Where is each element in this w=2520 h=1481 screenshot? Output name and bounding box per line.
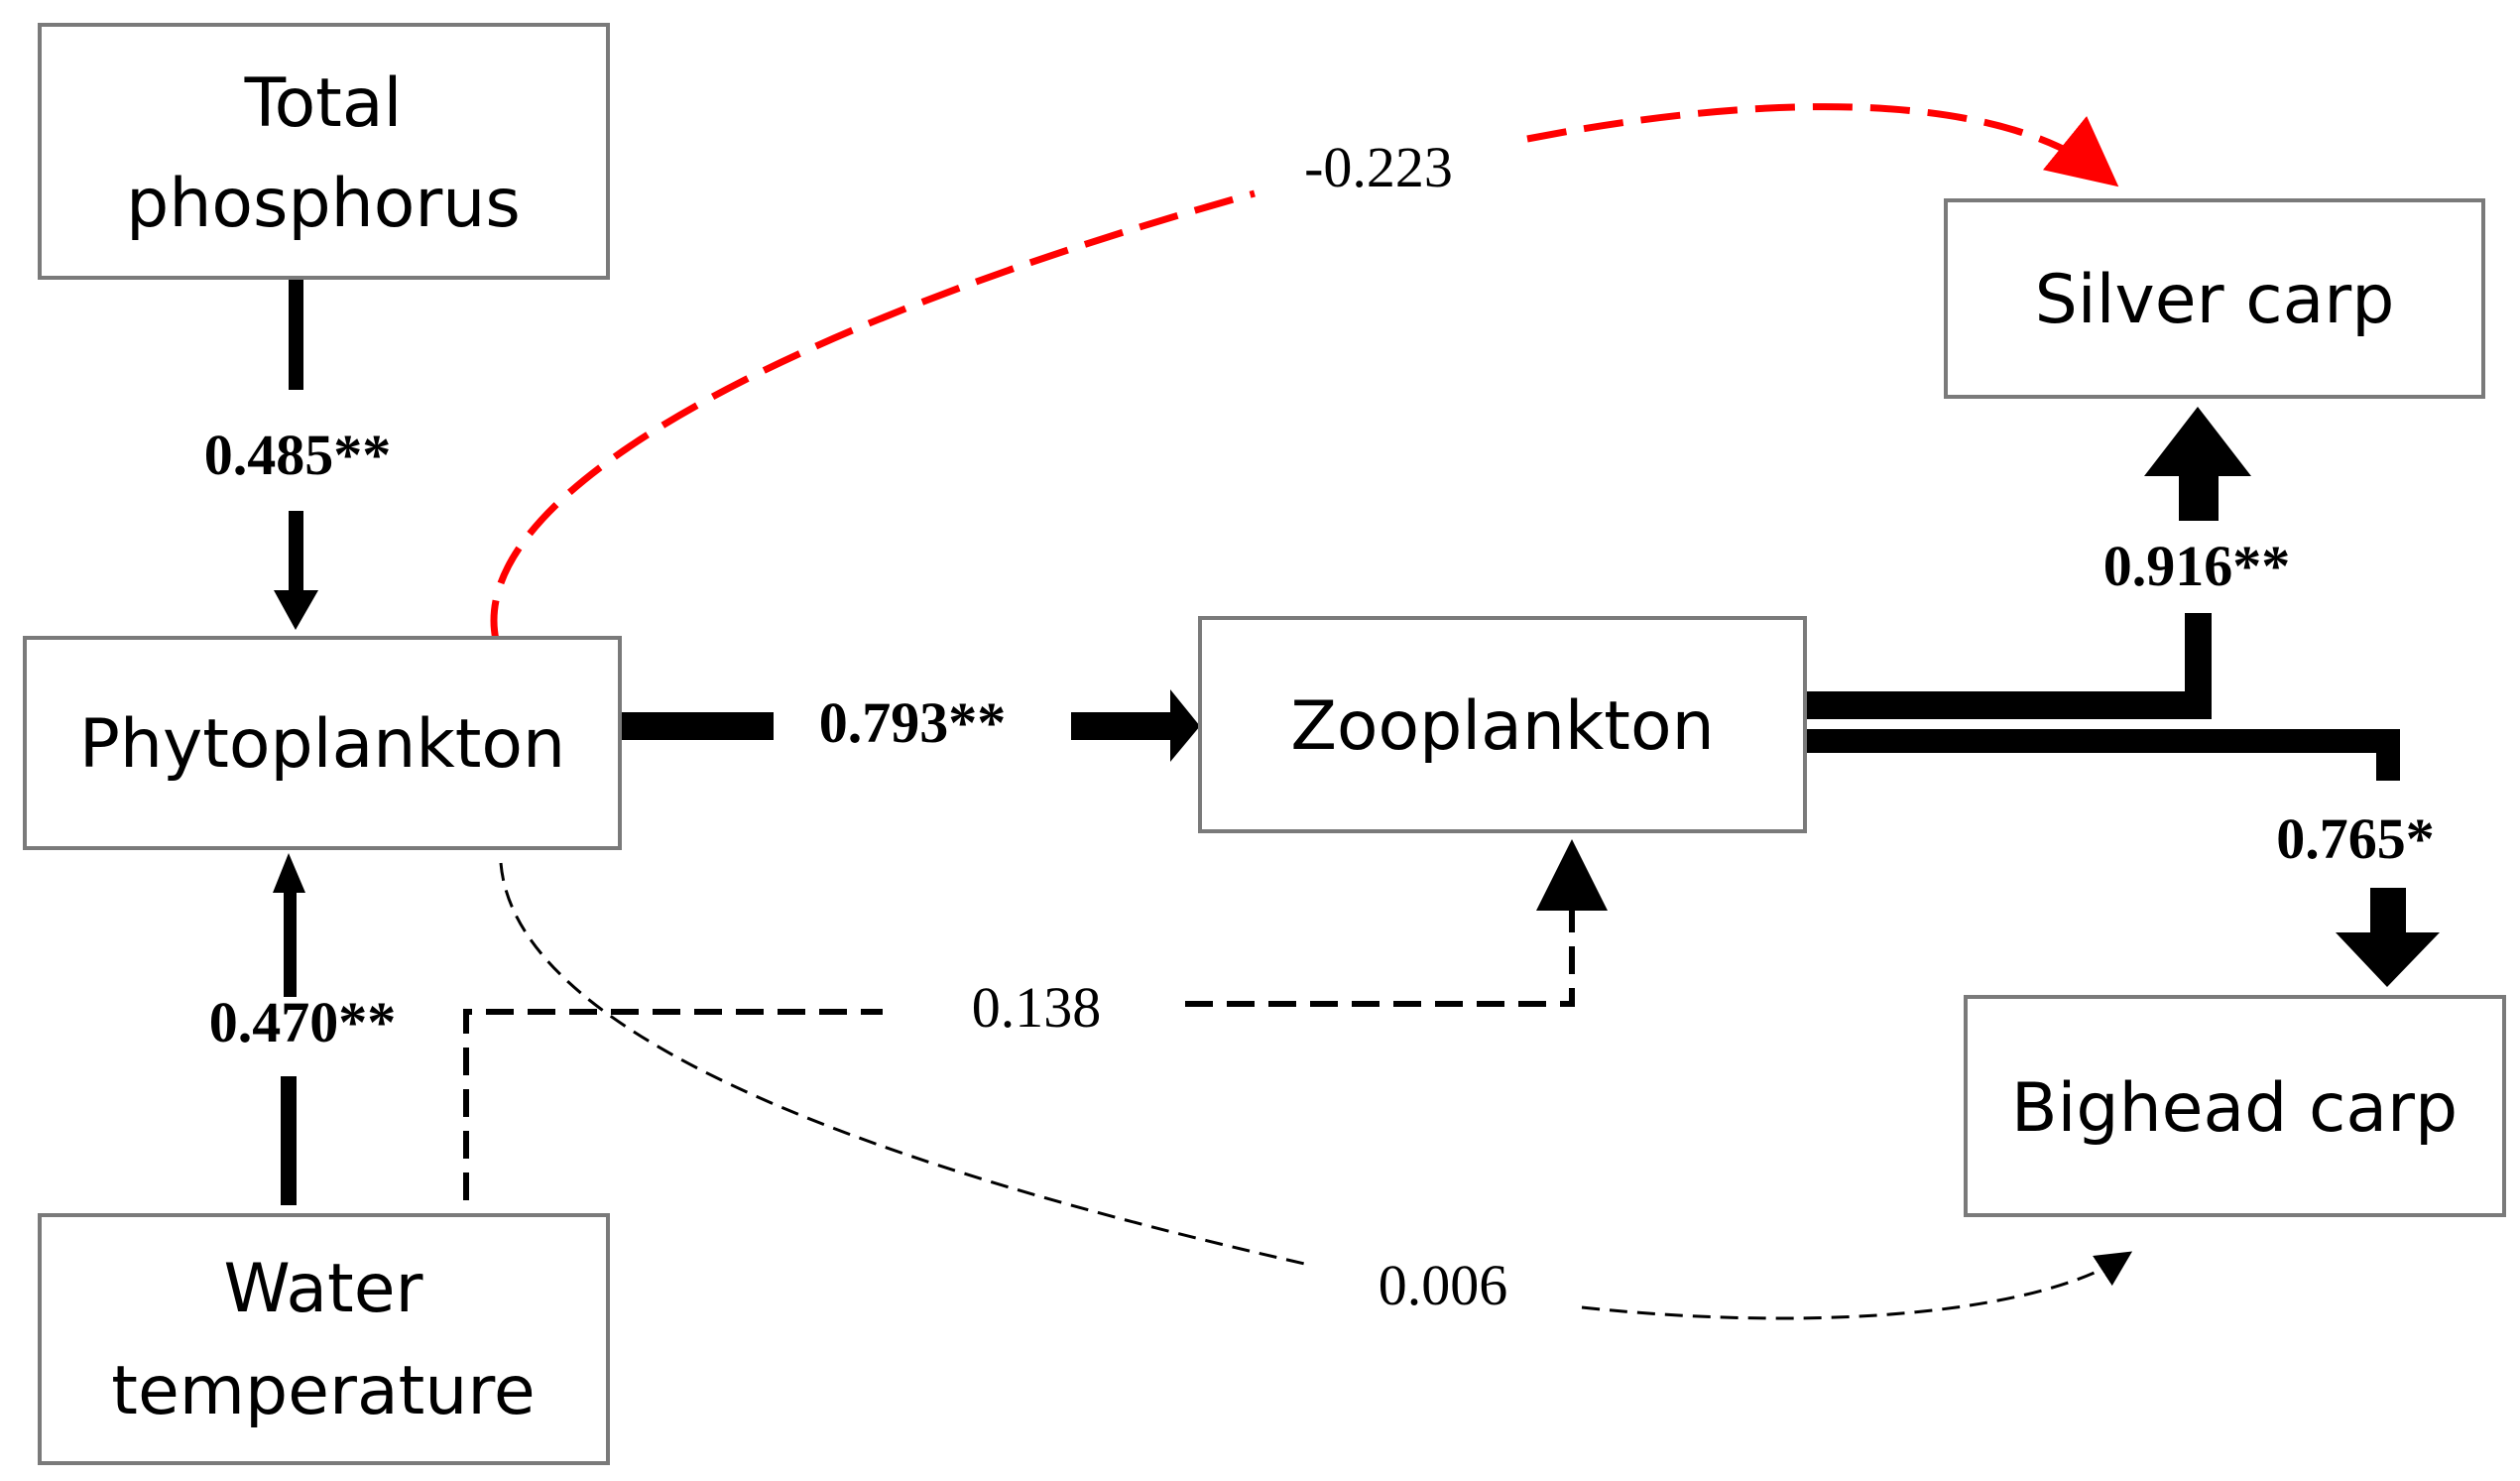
path-wt-to-phytoplankton: 0.470** [209,853,397,1205]
coef-wt-zoo: 0.138 [972,975,1102,1040]
path-phyto-to-bighead-carp: 0.006 [499,862,2133,1320]
node-water-temperature-line1: Water [223,1250,422,1328]
coef-wt-phyto: 0.470** [209,990,397,1054]
path-zoo-to-silver-carp: 0.916** [1805,407,2290,719]
node-total-phosphorus: Total phosphorus [38,23,610,280]
coef-zoo-bighead: 0.765* [2276,806,2435,871]
node-water-temperature-line2: temperature [111,1352,535,1430]
node-bighead-carp-label: Bighead carp [2011,1069,2458,1148]
arrowhead-up-thick [2144,407,2251,476]
coef-tp-phyto: 0.485** [204,423,392,487]
coef-zoo-silver: 0.916** [2103,534,2291,598]
node-silver-carp-label: Silver carp [2035,261,2395,339]
node-zooplankton: Zooplankton [1198,616,1807,833]
path-zoo-to-bighead-carp: 0.765* [1805,729,2440,987]
node-phytoplankton: Phytoplankton [23,636,622,850]
coef-phyto-silver: -0.223 [1304,135,1453,199]
arrowhead-up [273,853,305,893]
arrowhead-down-thick [2336,932,2440,987]
node-silver-carp: Silver carp [1944,198,2485,399]
coef-phyto-zoo: 0.793** [819,690,1007,755]
node-phytoplankton-label: Phytoplankton [79,705,565,784]
node-total-phosphorus-line2: phosphorus [126,165,521,243]
path-wt-to-zooplankton: 0.138 [463,839,1608,1200]
node-total-phosphorus-line1: Total [244,64,403,143]
path-phyto-to-zooplankton: 0.793** [620,689,1200,762]
node-zooplankton-label: Zooplankton [1290,687,1714,766]
arrowhead-right [1170,689,1200,762]
node-bighead-carp: Bighead carp [1964,995,2506,1217]
path-tp-to-phytoplankton: 0.485** [204,278,392,630]
arrowhead-down [274,590,318,630]
node-water-temperature: Water temperature [38,1213,610,1465]
coef-phyto-bighead: 0.006 [1379,1253,1508,1317]
path-phyto-to-silver-carp: -0.223 [490,103,2119,641]
